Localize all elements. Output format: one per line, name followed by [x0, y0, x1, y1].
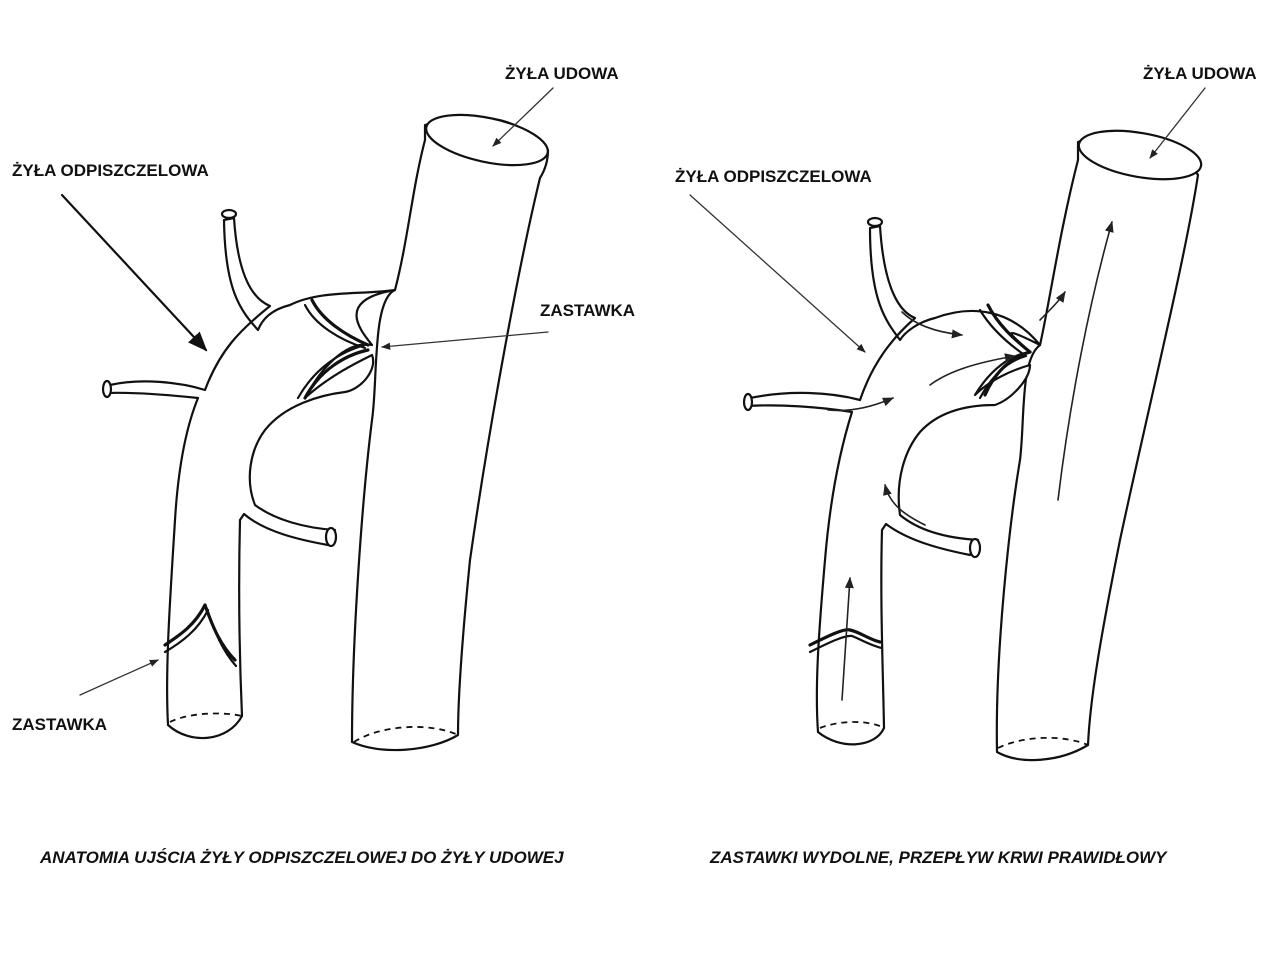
left-caption: ANATOMIA UJŚCIA ŻYŁY ODPISZCZELOWEJ DO Ż… [39, 848, 564, 867]
right-saphenous-vein [744, 218, 1040, 744]
left-valve-bottom-label: ZASTAWKA [12, 715, 107, 734]
left-femoral-vein-label: ŻYŁA UDOWA [505, 64, 619, 83]
left-saphenous-vein [103, 210, 395, 738]
right-femoral-vein [997, 123, 1205, 760]
left-valve-top-label: ZASTAWKA [540, 301, 635, 320]
left-saphenous-vein-label: ŻYŁA ODPISZCZELOWA [12, 161, 209, 180]
right-panel: ŻYŁA UDOWA ŻYŁA ODPISZCZELOWA ZASTAWKI W… [675, 64, 1257, 867]
right-caption: ZASTAWKI WYDOLNE, PRZEPŁYW KRWI PRAWIDŁO… [709, 848, 1168, 867]
right-femoral-vein-label: ŻYŁA UDOWA [1143, 64, 1257, 83]
right-saphenous-vein-label: ŻYŁA ODPISZCZELOWA [675, 167, 872, 186]
left-panel: ŻYŁA UDOWA ŻYŁA ODPISZCZELOWA ZASTAWKA Z… [12, 64, 635, 867]
left-femoral-vein [352, 106, 552, 750]
